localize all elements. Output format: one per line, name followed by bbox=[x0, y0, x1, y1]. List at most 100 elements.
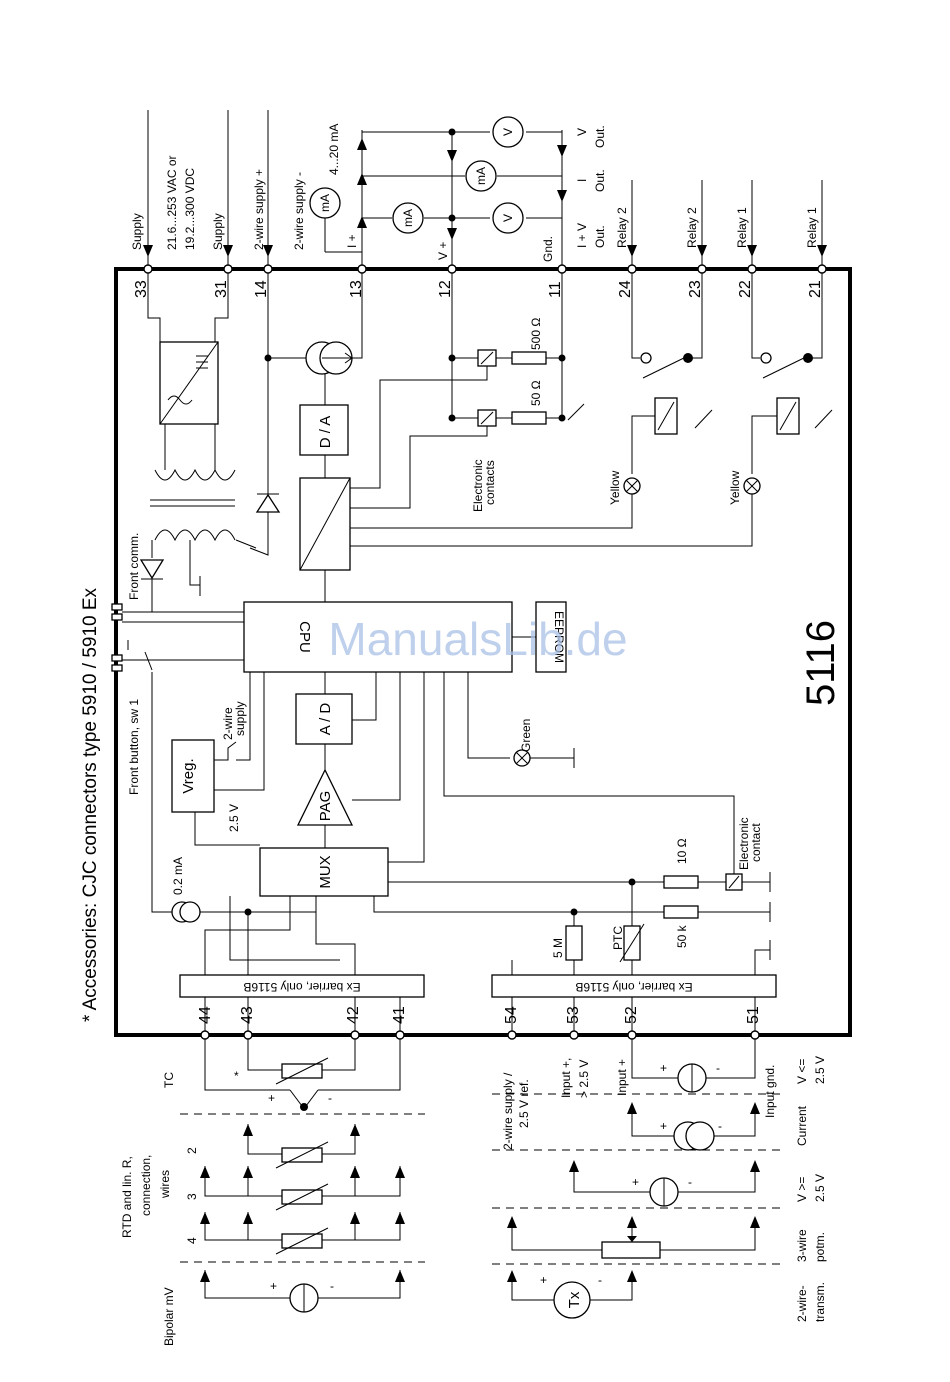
eeprom-block bbox=[535, 601, 567, 673]
label-electronic-contact-2: contact bbox=[749, 823, 763, 862]
front-interface bbox=[111, 600, 244, 672]
tc-minus: - bbox=[328, 1091, 332, 1105]
cpu-block bbox=[243, 601, 513, 673]
label-rtd-2: connection, bbox=[139, 1155, 153, 1216]
label-supply54-1: 2-wire supply / bbox=[501, 1072, 515, 1150]
label-ingnd: Input gnd. bbox=[763, 1065, 777, 1118]
label-front-button: Front button, sw 1 bbox=[127, 699, 141, 795]
label-transm-2: transm. bbox=[813, 1282, 827, 1322]
tx-minus-sign: - bbox=[598, 1273, 602, 1287]
label-0-2ma: 0.2 mA bbox=[171, 857, 185, 895]
tx-plus-sign: + bbox=[540, 1273, 547, 1287]
label-wires-3: 3 bbox=[185, 1193, 199, 1200]
terminal-31: 31 bbox=[213, 280, 230, 298]
relay-circuits bbox=[350, 272, 833, 547]
label-i-plus: I + bbox=[345, 234, 359, 248]
tc-plus: + bbox=[268, 1091, 275, 1105]
label-v-out-2: Out. bbox=[593, 125, 607, 148]
label-electronic-contacts-2: contacts bbox=[483, 460, 497, 505]
label-ex-barrier-1: Ex barrier, only 5116B bbox=[243, 980, 360, 994]
label-2wire-plus: 2-wire supply + bbox=[252, 169, 266, 250]
v2-plus-sign: + bbox=[632, 1175, 639, 1189]
terminal-53: 53 bbox=[565, 1006, 582, 1024]
label-electronic-contacts-1: Electronic bbox=[471, 459, 485, 512]
i-plus-sign: + bbox=[660, 1119, 667, 1133]
label-relay1-a: Relay 1 bbox=[735, 207, 749, 248]
v-minus-sign: - bbox=[716, 1061, 720, 1075]
meter-ma-2: mA bbox=[401, 209, 415, 227]
label-v-out-1: V bbox=[575, 128, 589, 136]
meter-ma-1: mA bbox=[474, 167, 488, 185]
label-i-out-2: Out. bbox=[593, 169, 607, 192]
label-yellow-1: Yellow bbox=[608, 470, 622, 505]
terminal-23: 23 bbox=[687, 280, 704, 298]
label-500-ohm: 500 Ω bbox=[529, 318, 543, 350]
v2-minus-sign: - bbox=[688, 1175, 692, 1189]
label-i-out-1: I bbox=[575, 179, 589, 182]
external-rtd bbox=[204, 1124, 401, 1313]
label-bipolar-mv: Bipolar mV bbox=[162, 1287, 176, 1346]
label-iv-out-1: I + V bbox=[575, 223, 589, 248]
label-in53-1: Input +, bbox=[559, 1058, 573, 1098]
label-vge-2: 2.5 V bbox=[813, 1174, 827, 1202]
label-50-ohm: 50 Ω bbox=[529, 380, 543, 406]
terminal-43: 43 bbox=[239, 1006, 256, 1024]
mv-plus: + bbox=[270, 1279, 277, 1293]
label-in52: Input + bbox=[615, 1059, 629, 1096]
label-supply54-2: 2.5 V ref. bbox=[517, 1079, 531, 1128]
terminal-21: 21 bbox=[807, 280, 824, 298]
label-vge-1: V >= bbox=[795, 1177, 809, 1202]
label-ptc: PTC bbox=[611, 926, 625, 950]
accessories-title: * Accessories: CJC connectors type 5910 … bbox=[80, 587, 101, 1022]
terminal-52: 52 bbox=[623, 1006, 640, 1024]
i-minus-sign: - bbox=[718, 1119, 722, 1133]
supply-circuit bbox=[139, 272, 310, 600]
meter-v-2: V bbox=[501, 214, 515, 222]
label-vdc: 19.2...300 VDC bbox=[183, 168, 197, 250]
input-wiring bbox=[151, 672, 771, 975]
label-5m: 5 M bbox=[551, 938, 565, 958]
label-star: * bbox=[234, 1069, 239, 1083]
label-tc: TC bbox=[162, 1072, 176, 1088]
top-arrows bbox=[143, 138, 827, 257]
label-gnd: Gnd. bbox=[541, 236, 555, 262]
block-ad: A / D bbox=[317, 703, 334, 736]
label-vle-1: V <= bbox=[795, 1059, 809, 1084]
label-2wire-supply-int-1: 2-wire bbox=[221, 707, 235, 740]
meter-ma-3: mA bbox=[318, 194, 332, 212]
terminal-41: 41 bbox=[391, 1006, 408, 1024]
terminal-11: 11 bbox=[547, 281, 564, 298]
label-v-plus: V + bbox=[436, 242, 450, 260]
model-number: 5116 bbox=[799, 620, 843, 706]
label-transm-1: 2-wire- bbox=[795, 1285, 809, 1322]
block-da: D / A bbox=[317, 416, 334, 449]
label-ma-range: 4...20 mA bbox=[327, 124, 341, 175]
label-relay2-b: Relay 2 bbox=[685, 207, 699, 248]
label-2wire-minus: 2-wire supply - bbox=[292, 172, 306, 250]
label-relay2-a: Relay 2 bbox=[615, 207, 629, 248]
label-front-comm: Front comm. bbox=[127, 533, 141, 600]
terminal-33: 33 bbox=[133, 280, 150, 298]
ex-barrier-2 bbox=[491, 974, 777, 998]
label-in53-2: > 2.5 V bbox=[577, 1060, 591, 1098]
label-yellow-2: Yellow bbox=[728, 470, 742, 505]
label-supply-31: Supply bbox=[211, 213, 225, 250]
label-rtd-3: wires bbox=[158, 1170, 172, 1199]
terminal-24: 24 bbox=[617, 280, 634, 298]
block-vreg: Vreg. bbox=[180, 758, 197, 793]
terminal-12: 12 bbox=[437, 280, 454, 298]
output-stage bbox=[299, 272, 363, 602]
watermark: ManualsLib.de bbox=[328, 613, 627, 665]
block-mux: MUX bbox=[317, 855, 334, 888]
v-plus-sign: + bbox=[660, 1061, 667, 1075]
label-supply-33: Supply bbox=[130, 213, 144, 250]
label-wires-4: 4 bbox=[185, 1237, 199, 1244]
label-potm-2: potm. bbox=[813, 1232, 827, 1262]
bottom-terminal-leads bbox=[204, 997, 756, 1035]
label-10-ohm: 10 Ω bbox=[675, 838, 689, 864]
block-cpu: CPU bbox=[296, 621, 313, 653]
output-meters bbox=[309, 116, 562, 234]
external-tc bbox=[204, 1039, 401, 1111]
label-relay1-b: Relay 1 bbox=[805, 207, 819, 248]
